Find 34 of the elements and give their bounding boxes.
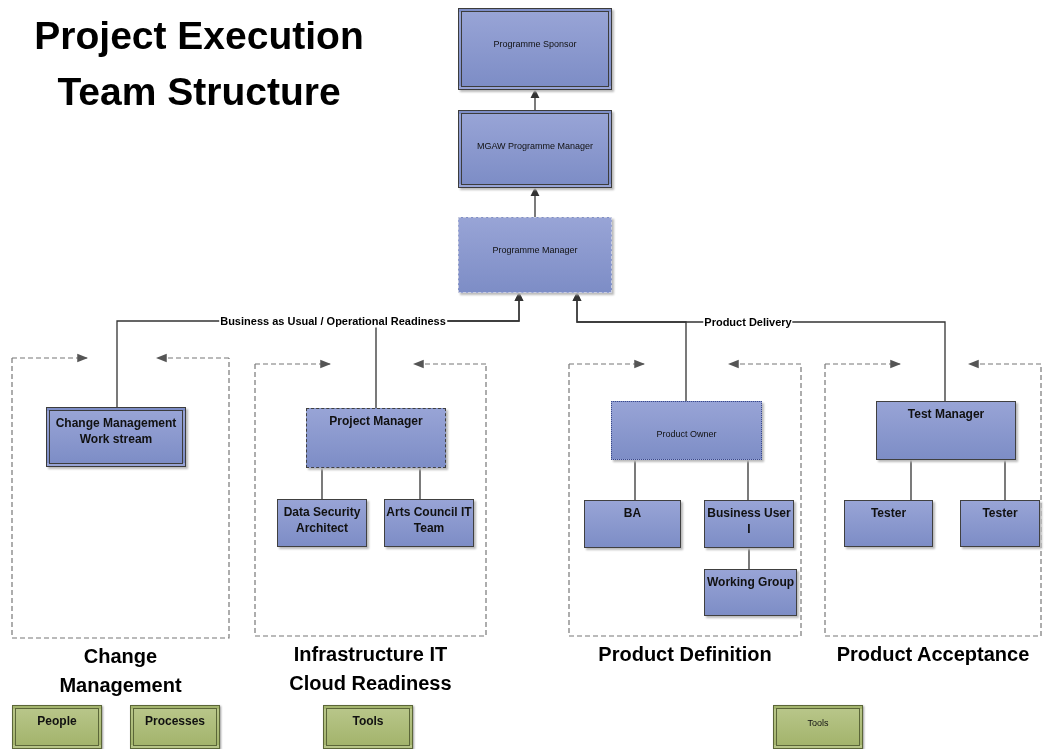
role-box: Project Manager	[306, 408, 446, 468]
edge-label: Business as Usual / Operational Readiness	[219, 314, 447, 328]
role-box: MGAW Programme Manager	[458, 110, 612, 188]
connector-line	[910, 459, 912, 501]
connector-line	[530, 187, 540, 218]
connector-line	[419, 467, 421, 500]
role-box: Tester	[844, 500, 933, 547]
section-heading: Infrastructure IT Cloud Readiness	[288, 642, 453, 696]
section-heading: Change Management	[58, 644, 183, 698]
diagram-title: Project Execution Team Structure	[33, 13, 365, 115]
connector-line	[634, 459, 636, 501]
connector-line	[530, 89, 540, 111]
connector-line	[321, 467, 323, 500]
connector-line	[748, 547, 750, 570]
role-box: Data Security Architect	[277, 499, 367, 547]
role-box: BA	[584, 500, 681, 548]
section-heading: Product Acceptance	[835, 642, 1031, 667]
edge-label: Product Delivery	[703, 315, 793, 329]
role-box: Product Owner	[611, 401, 762, 460]
role-box: Test Manager	[876, 401, 1016, 460]
connector-line	[1004, 459, 1006, 501]
role-box: Tester	[960, 500, 1040, 547]
role-box: Programme Manager	[458, 217, 612, 293]
role-box: Arts Council IT Team	[384, 499, 474, 547]
connector-line	[747, 459, 749, 501]
section-heading: Product Definition	[597, 642, 773, 667]
role-box: Business User I	[704, 500, 794, 548]
role-box: Programme Sponsor	[458, 8, 612, 90]
role-box: Working Group	[704, 569, 797, 616]
category-box: Tools	[323, 705, 413, 749]
category-box: Tools	[773, 705, 863, 749]
category-box: People	[12, 705, 102, 749]
role-box: Change Management Work stream	[46, 407, 186, 467]
category-box: Processes	[130, 705, 220, 749]
